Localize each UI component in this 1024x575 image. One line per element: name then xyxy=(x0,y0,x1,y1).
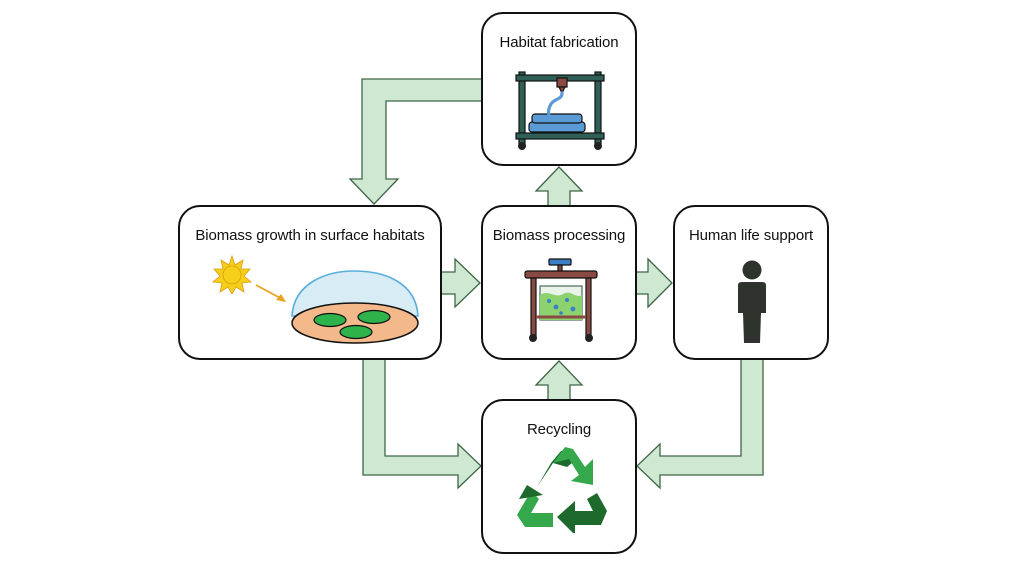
arrow-processing-to-life-support xyxy=(635,257,673,309)
node-label: Biomass processing xyxy=(492,227,626,244)
3d-printer-icon xyxy=(515,71,605,150)
arrow-fabrication-to-growth xyxy=(348,78,484,205)
sunlight-arrow-icon xyxy=(255,284,286,302)
node-biomass-processing: Biomass processing xyxy=(481,205,637,360)
node-habitat-fabrication: Habitat fabrication xyxy=(481,12,637,166)
node-label: Habitat fabrication xyxy=(499,34,619,51)
node-label: Human life support xyxy=(688,227,814,244)
arrow-growth-to-processing xyxy=(440,257,481,309)
node-human-life-support: Human life support xyxy=(673,205,829,360)
node-biomass-growth: Biomass growth in surface habitats xyxy=(178,205,442,360)
node-recycling: Recycling xyxy=(481,399,637,554)
node-label: Biomass growth in surface habitats xyxy=(195,227,425,244)
bioreactor-icon xyxy=(524,258,598,342)
arrow-life-support-to-recycling xyxy=(636,358,764,490)
node-label: Recycling xyxy=(526,421,592,438)
arrow-growth-to-recycling xyxy=(362,358,482,490)
arrow-recycling-to-processing xyxy=(534,360,584,401)
recycle-icon xyxy=(517,447,607,533)
person-icon xyxy=(738,260,766,343)
dome-habitat-icon xyxy=(291,270,419,344)
sun-icon xyxy=(212,255,252,295)
arrow-processing-to-fabrication xyxy=(534,166,584,207)
